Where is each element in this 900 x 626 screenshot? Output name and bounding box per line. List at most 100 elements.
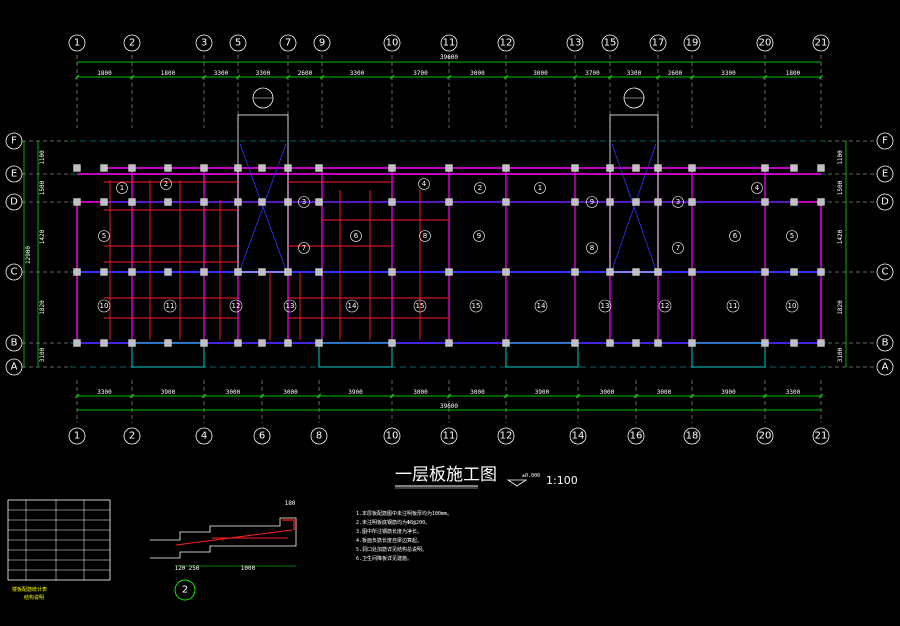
column <box>502 339 510 347</box>
note-line: 4.板面负筋长度自梁边算起。 <box>356 537 422 544</box>
axis-bubble-top-label: 19 <box>686 38 699 49</box>
room-number: 15 <box>472 302 481 310</box>
room-number-circle <box>345 299 359 313</box>
room-number-circle <box>160 178 172 190</box>
general-notes: 1.本层板配筋图中未注明板厚均为100mm。2.未注明板底钢筋均为Φ8@200。… <box>356 510 452 562</box>
column <box>234 198 242 206</box>
top-segment-dimension: 3300 <box>721 70 736 77</box>
room-number: 5 <box>102 232 106 240</box>
bottom-segment-dimension: 3000 <box>470 389 485 396</box>
axis-bubble-left <box>5 263 23 281</box>
column <box>571 164 579 172</box>
axis-bubble-left <box>5 358 23 376</box>
bottom-segment-dimension: 3300 <box>97 389 112 396</box>
column <box>258 164 266 172</box>
axis-bubble-right <box>876 193 894 211</box>
column <box>761 198 769 206</box>
room-number-circle <box>298 242 310 254</box>
column <box>73 164 81 172</box>
axis-bubble-left <box>5 193 23 211</box>
column <box>688 339 696 347</box>
axis-bubble-top-label: 5 <box>235 38 241 49</box>
column <box>790 339 798 347</box>
axis-bubble-top <box>313 34 331 52</box>
room-number: 10 <box>100 302 109 310</box>
axis-bubble-left <box>5 334 23 352</box>
room-number-circle <box>473 230 485 242</box>
room-number: 4 <box>755 184 760 192</box>
column <box>817 339 825 347</box>
column <box>502 268 510 276</box>
axis-bubble-right <box>876 165 894 183</box>
column <box>388 164 396 172</box>
room-number-circle <box>98 230 110 242</box>
room-number-circle <box>726 299 740 313</box>
axis-bubble-bottom-label: 12 <box>500 431 513 442</box>
column <box>100 339 108 347</box>
axis-bubble-top <box>195 34 213 52</box>
room-number: 13 <box>286 302 295 310</box>
column <box>388 198 396 206</box>
axis-bubble-bottom-label: 2 <box>129 431 135 442</box>
bottom-segment-dimension: 3900 <box>161 389 176 396</box>
room-number-circle <box>672 196 684 208</box>
column <box>200 164 208 172</box>
left-segment-dimension: 1420 <box>39 229 46 244</box>
axis-bubble-top-label: 11 <box>443 38 456 49</box>
left-segment-dimension: 1500 <box>39 180 46 195</box>
room-number: 3 <box>302 198 306 206</box>
column <box>632 198 640 206</box>
axis-bubble-top-label: 13 <box>569 38 582 49</box>
axis-bubble-bottom-label: 20 <box>759 431 772 442</box>
axis-bubble-bottom <box>756 427 774 445</box>
room-number-circle <box>586 242 598 254</box>
room-number: 6 <box>733 232 738 240</box>
detail-dim-3: 1000 <box>241 565 256 572</box>
column <box>817 268 825 276</box>
room-number-circle <box>785 299 799 313</box>
column <box>761 339 769 347</box>
axis-bubble-left-label: E <box>11 169 17 180</box>
axis-bubble-left-label: D <box>10 197 18 208</box>
axis-bubble-top-label: 17 <box>652 38 665 49</box>
axis-bubble-top <box>601 34 619 52</box>
legend-title: 楼板配筋统计表 <box>12 586 47 593</box>
top-segment-dimension: 3700 <box>413 70 428 77</box>
column <box>790 268 798 276</box>
room-number-circle <box>786 230 798 242</box>
column <box>200 198 208 206</box>
column <box>100 198 108 206</box>
column <box>571 198 579 206</box>
axis-bubble-top-label: 2 <box>129 38 135 49</box>
note-line: 3.图中所注钢筋长度为净长。 <box>356 528 422 535</box>
room-number-circle <box>229 299 243 313</box>
axis-bubble-bottom-label: 6 <box>259 431 265 442</box>
axis-bubble-top-label: 3 <box>201 38 207 49</box>
room-number-circle <box>418 178 430 190</box>
room-number-circle <box>116 182 128 194</box>
column <box>790 198 798 206</box>
room-number-circle <box>350 230 362 242</box>
column <box>654 268 662 276</box>
column <box>284 164 292 172</box>
axis-bubble-right <box>876 132 894 150</box>
column <box>606 339 614 347</box>
axis-bubble-bottom-label: 1 <box>74 431 80 442</box>
bottom-segment-dimension: 3900 <box>348 389 363 396</box>
axis-bubble-bottom <box>627 427 645 445</box>
column <box>258 268 266 276</box>
column <box>571 268 579 276</box>
column <box>388 339 396 347</box>
axis-bubble-bottom <box>310 427 328 445</box>
detail-label: 2 <box>182 585 188 596</box>
column <box>73 198 81 206</box>
column <box>315 268 323 276</box>
axis-bubble-top-label: 9 <box>319 38 325 49</box>
note-line: 5.洞口处加筋详见结构总说明。 <box>356 546 427 553</box>
axis-bubble-bottom <box>812 427 830 445</box>
column <box>234 268 242 276</box>
axis-bubble-left-label: C <box>11 267 18 278</box>
column <box>284 268 292 276</box>
column <box>502 164 510 172</box>
